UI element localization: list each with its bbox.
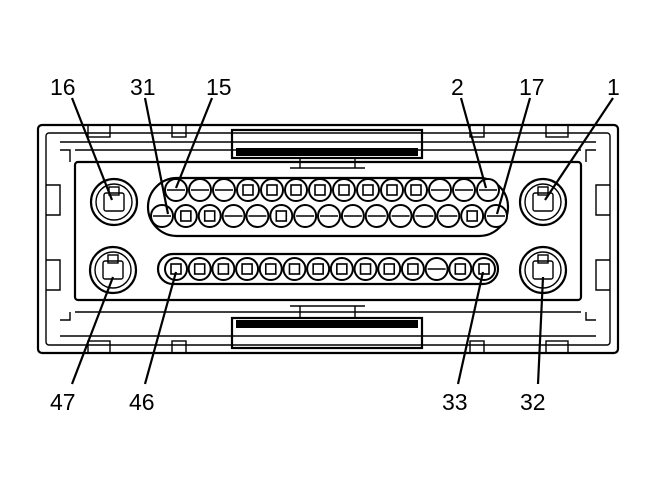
pin-lower bbox=[187, 257, 212, 281]
terminal-47 bbox=[88, 245, 138, 295]
pin-lower bbox=[400, 257, 425, 281]
pin-lower bbox=[377, 257, 402, 281]
pin-lower bbox=[306, 257, 331, 281]
label-17: 17 bbox=[519, 74, 545, 100]
bottom-latch bbox=[230, 305, 424, 350]
terminal-32 bbox=[518, 245, 568, 295]
pin-upper-front bbox=[388, 204, 413, 228]
pin-upper-front bbox=[150, 204, 174, 228]
pin-upper-back bbox=[284, 178, 308, 202]
pin-lower bbox=[424, 257, 449, 281]
large-terminals bbox=[88, 177, 568, 295]
pin-lower bbox=[258, 257, 283, 281]
pin-upper-back bbox=[236, 178, 260, 202]
pin-upper-back bbox=[164, 178, 188, 202]
label-16: 16 bbox=[50, 74, 76, 100]
pin-lower bbox=[211, 257, 236, 281]
leader-1 bbox=[544, 97, 614, 201]
upper-pin-shroud bbox=[146, 176, 510, 238]
leader-2 bbox=[459, 97, 488, 189]
pin-labels: 16 31 15 2 17 1 47 46 33 32 bbox=[50, 74, 620, 415]
pin-lower bbox=[282, 257, 307, 281]
lower-pin-row bbox=[164, 257, 496, 281]
terminal-1 bbox=[518, 177, 568, 227]
label-32: 32 bbox=[520, 389, 546, 415]
pin-upper-front bbox=[436, 204, 461, 228]
pin-upper-front bbox=[412, 204, 437, 228]
pin-upper-front bbox=[269, 204, 294, 228]
pin-lower bbox=[329, 257, 354, 281]
pin-lower bbox=[353, 257, 378, 281]
pin-upper-back bbox=[356, 178, 380, 202]
pin-upper-front bbox=[340, 204, 365, 228]
label-2: 2 bbox=[451, 74, 464, 100]
lower-pin-shroud bbox=[156, 252, 500, 286]
pin-upper-front bbox=[293, 204, 318, 228]
pin-upper-front bbox=[460, 204, 485, 228]
leader-32 bbox=[536, 276, 545, 385]
pin-upper-back bbox=[308, 178, 332, 202]
leader-16 bbox=[70, 97, 114, 201]
pin-upper-front bbox=[197, 204, 222, 228]
pin-upper-front bbox=[173, 204, 198, 228]
pin-lower bbox=[448, 257, 473, 281]
label-47: 47 bbox=[50, 389, 76, 415]
pin-upper-front bbox=[364, 204, 389, 228]
terminal-16 bbox=[89, 177, 139, 227]
pin-lower bbox=[472, 257, 496, 281]
pin-upper-front bbox=[484, 204, 508, 228]
pin-upper-front bbox=[317, 204, 341, 228]
top-latch bbox=[230, 128, 424, 169]
pin-upper-back bbox=[380, 178, 404, 202]
pin-upper-back bbox=[188, 178, 212, 202]
pin-upper-front bbox=[245, 204, 270, 228]
leader-47 bbox=[70, 276, 115, 385]
pin-lower bbox=[164, 257, 188, 281]
leader-17 bbox=[495, 97, 532, 215]
label-46: 46 bbox=[129, 389, 155, 415]
pin-upper-back bbox=[212, 178, 236, 202]
pin-upper-back bbox=[452, 178, 476, 202]
pin-upper-back bbox=[260, 178, 284, 202]
pin-upper-back bbox=[476, 178, 500, 202]
pin-upper-back bbox=[428, 178, 452, 202]
label-1: 1 bbox=[607, 74, 620, 100]
label-15: 15 bbox=[206, 74, 232, 100]
leader-46 bbox=[143, 271, 178, 385]
pin-upper-front bbox=[221, 204, 246, 228]
leader-15 bbox=[174, 97, 214, 189]
upper-front-pin-row bbox=[150, 204, 508, 228]
leader-lines bbox=[70, 97, 614, 385]
pin-upper-back bbox=[404, 178, 428, 202]
label-31: 31 bbox=[130, 74, 156, 100]
leader-31 bbox=[143, 97, 170, 215]
upper-back-pin-row bbox=[164, 178, 500, 202]
pin-upper-back bbox=[332, 178, 356, 202]
label-33: 33 bbox=[442, 389, 468, 415]
pin-lower bbox=[235, 257, 260, 281]
leader-33 bbox=[456, 271, 485, 385]
